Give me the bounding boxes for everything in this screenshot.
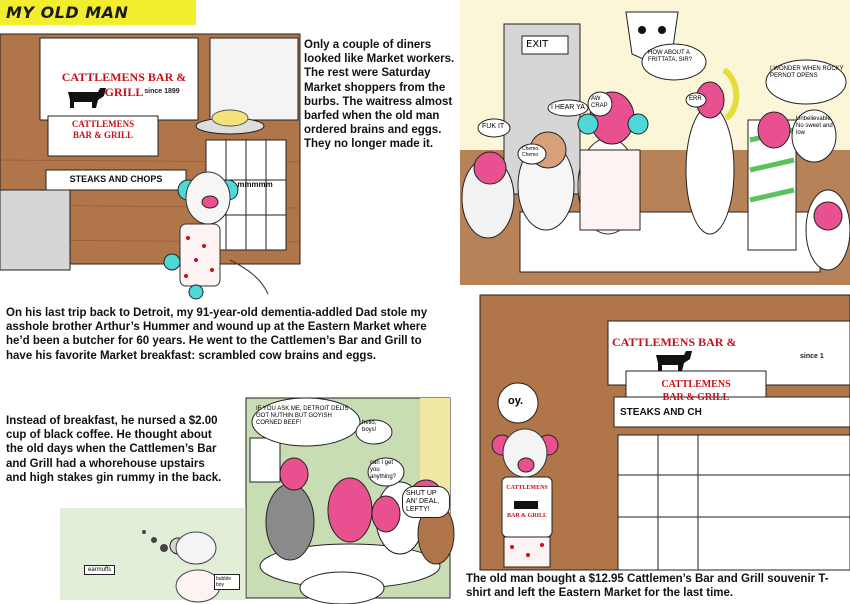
panel-1-sign-small-2: BAR & GRILL xyxy=(72,130,133,140)
panel-4-sign-small-2: BAR & GRILL xyxy=(662,392,730,403)
label-bubble-boy: bubble boy xyxy=(214,574,240,590)
panel-4-sign-since: since 1 xyxy=(800,353,824,360)
comic-title-text: MY OLD MAN xyxy=(6,3,129,22)
balloon-frittata: HOW ABOUT A FRITTATA, SIR? xyxy=(648,50,693,63)
panel-3-drawing xyxy=(60,397,455,604)
comic-title: MY OLD MAN xyxy=(0,0,196,25)
panel-4-sign-main: CATTLEMENS BAR & xyxy=(612,335,737,349)
panel-2-drawing xyxy=(460,0,850,285)
balloon-can-get: can I get you anything? xyxy=(370,460,397,480)
balloon-oy: oy. xyxy=(508,395,524,407)
balloon-rocky: I WONDER WHEN ROCKY PERNOT OPENS xyxy=(770,66,844,79)
panel-1-sound: mmmmm xyxy=(237,180,273,189)
panel-1-drawing xyxy=(0,30,301,300)
balloon-aw-crap: AW CRAP xyxy=(591,96,608,109)
balloon-delis: IF YOU ASK ME, DETROIT DELIS GOT NUTHIN … xyxy=(256,406,349,426)
balloon-fuk-it: FUK IT xyxy=(482,123,505,130)
caption-left: Instead of breakfast, he nursed a $2.00 … xyxy=(6,415,222,484)
exit-sign: EXIT xyxy=(526,39,549,50)
panel-1-awning: STEAKS AND CHOPS xyxy=(69,174,163,184)
panel-1-storefront: CATTLEMENS BAR & GRILL since 1899 CATTLE… xyxy=(0,30,301,300)
panel-4-drawing xyxy=(479,294,850,571)
balloon-hear-ya: I HEAR YA xyxy=(551,104,585,111)
balloon-unbelievable: Unbelievable. No sweet and low xyxy=(796,116,833,136)
panel-4-tshirt: CATTLEMENS BAR & since 1 CATTLEMENS BAR … xyxy=(479,294,850,571)
label-earmuffs: earmuffs xyxy=(84,565,116,575)
caption-bottom: The old man bought a $12.95 Cattlemen’s … xyxy=(466,573,829,600)
caption-top: Only a couple of diners looked like Mark… xyxy=(304,39,455,151)
panel-4-sign-small-1: CATTLEMENS xyxy=(661,379,731,390)
shirt-text-2: BAR & GRILL xyxy=(506,513,547,519)
balloon-shut-up: SHUT UP AN' DEAL, LEFTY! xyxy=(402,486,450,518)
panel-3-card-game: IF YOU ASK ME, DETROIT DELIS GOT NUTHIN … xyxy=(60,397,455,604)
balloon-err: ERR xyxy=(689,96,702,102)
balloon-chemo: Chemo. Chemo xyxy=(522,146,540,158)
panel-1-sign-main: CATTLEMENS BAR & GRILL xyxy=(61,70,187,99)
balloon-hello: hello, boys! xyxy=(362,420,377,433)
caption-middle: On his last trip back to Detroit, my 91-… xyxy=(6,307,428,362)
panel-2-diner: EXIT FUK IT Chemo. Chemo I HEAR YA AW CR… xyxy=(460,0,850,285)
panel-4-awning: STEAKS AND CH xyxy=(620,407,702,418)
panel-1-sign-small-1: CATTLEMENS xyxy=(71,119,135,129)
panel-1-sign-since: since 1899 xyxy=(144,88,180,95)
shirt-text-1: CATTLEMENS xyxy=(506,485,548,491)
